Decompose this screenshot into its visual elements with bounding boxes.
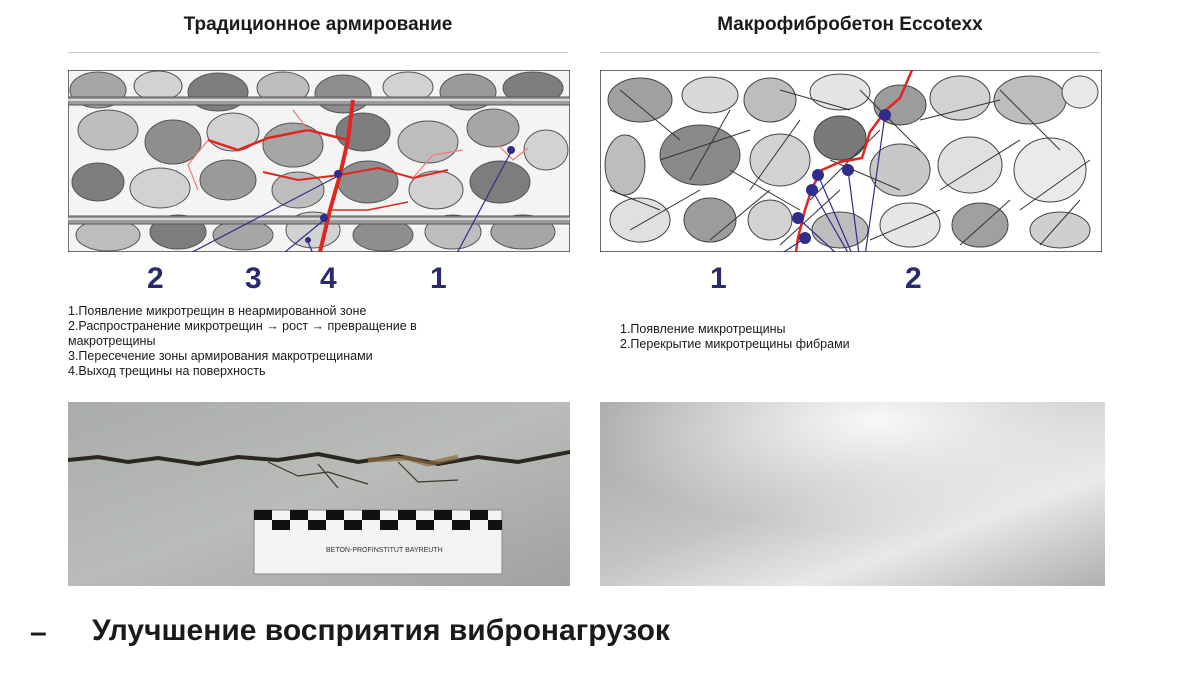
macrofiber-concrete-diagram [600,70,1102,252]
callout-pointers [782,114,886,252]
traditional-reinforcement-diagram [68,70,570,252]
smooth-concrete-photo [600,402,1105,586]
traditional-legend: 1.Появление микротрещин в неармированной… [68,304,568,379]
eccotexx-title: Макрофибробетон Eccotexx [717,14,983,35]
legend-item: макротрещины [68,334,156,348]
measuring-ruler: BETON-PROFINSTITUT BAYREUTH [253,509,503,575]
ruler-label: BETON-PROFINSTITUT BAYREUTH [326,547,443,554]
legend-item: 2.Перекрытие микротрещины фибрами [620,337,850,351]
traditional-reinforcement-title: Традиционное армирование [183,14,453,35]
legend-item: 1.Появление микротрещины [620,322,786,336]
bullet-dash: – [30,616,47,649]
callout-number-2: 2 [905,262,922,295]
callout-pointers [191,151,512,252]
cracked-concrete-photo: BETON-PROFINSTITUT BAYREUTH [68,402,570,586]
left-title-divider [68,52,568,53]
eccotexx-legend: 1.Появление микротрещины 2.Перекрытие ми… [620,322,1100,352]
legend-item: 3.Пересечение зоны армирования макротрещ… [68,349,373,363]
legend-item: 4.Выход трещины на поверхность [68,364,266,378]
marker-dots [305,146,515,243]
callout-number-4: 4 [320,262,337,295]
legend-item: 1.Появление микротрещин в неармированной… [68,304,367,318]
marker-dots [792,109,891,244]
callout-number-1: 1 [710,262,727,295]
callout-number-3: 3 [245,262,262,295]
callout-number-1: 1 [430,262,447,295]
callout-number-2: 2 [147,262,164,295]
right-title-divider [600,52,1100,53]
aggregate-stones [604,73,1099,249]
rebar-bars [68,96,570,225]
vibration-load-heading: Улучшение восприятия вибронагрузок [92,614,670,647]
legend-item: 2.Распространение микротрещин → рост → п… [68,319,417,333]
crack [68,450,570,467]
